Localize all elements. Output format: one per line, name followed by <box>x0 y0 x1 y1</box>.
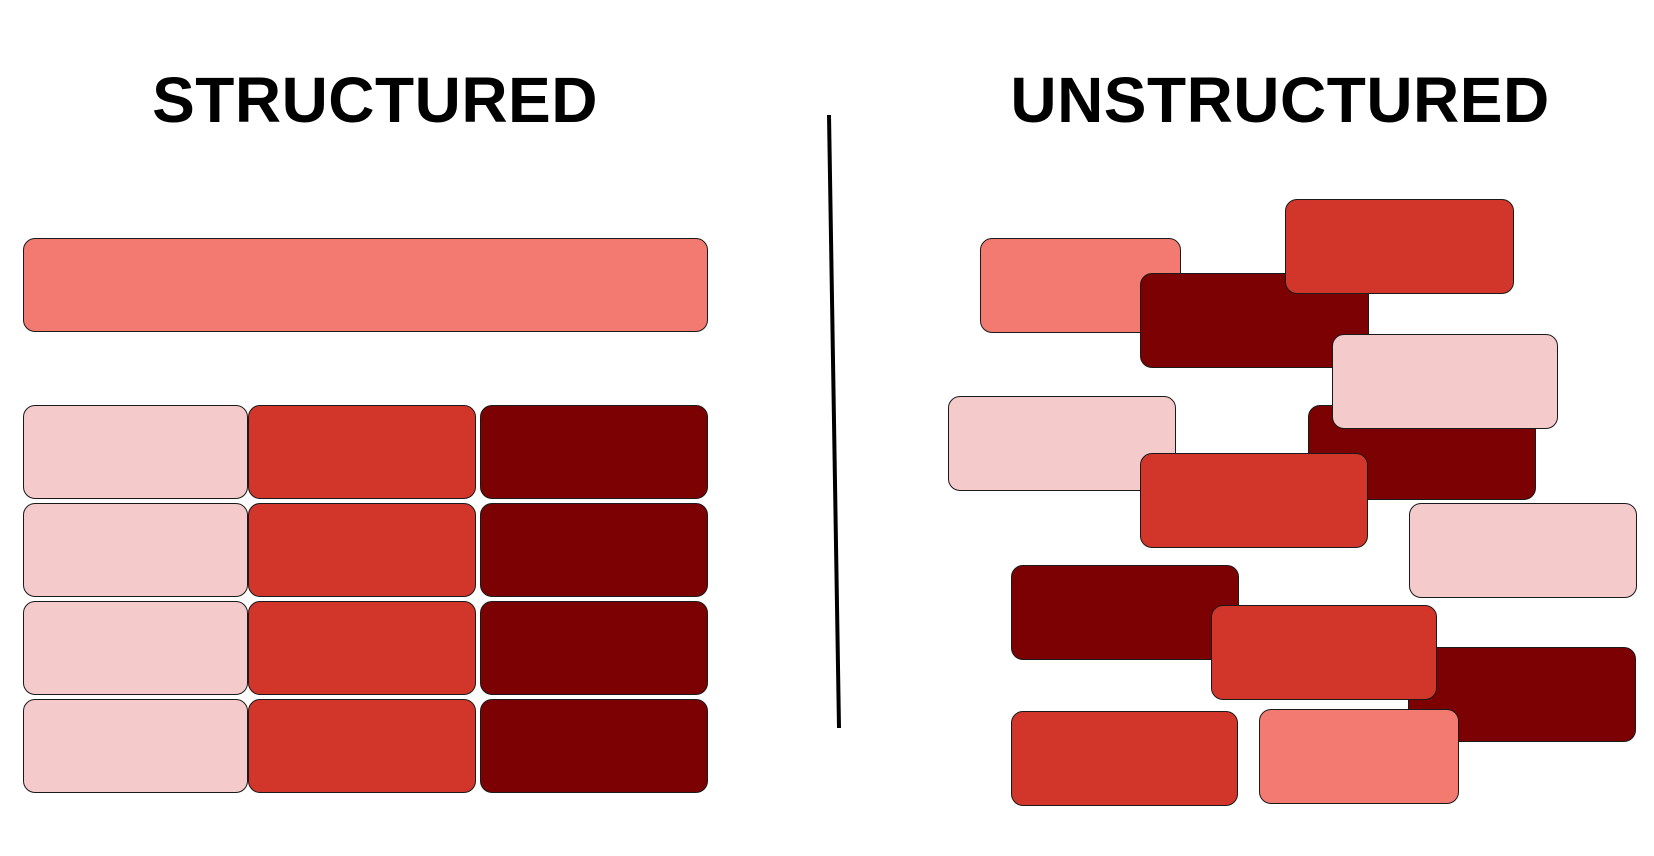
structured-cell <box>480 601 708 695</box>
structured-cell <box>23 405 248 499</box>
unstructured-block <box>1409 503 1637 598</box>
structured-cell <box>248 699 476 793</box>
structured-cell <box>480 405 708 499</box>
structured-cell <box>248 601 476 695</box>
unstructured-block <box>1259 709 1459 804</box>
unstructured-block <box>1332 334 1558 429</box>
unstructured-block <box>1011 565 1239 660</box>
unstructured-block <box>1285 199 1514 294</box>
unstructured-block <box>1011 711 1238 806</box>
unstructured-block <box>948 396 1176 491</box>
structured-cell <box>480 699 708 793</box>
unstructured-block <box>1211 605 1437 700</box>
unstructured-block <box>1140 453 1368 548</box>
structured-cell <box>248 405 476 499</box>
structured-heading: STRUCTURED <box>152 64 598 136</box>
structured-cell <box>248 503 476 597</box>
structured-cell <box>23 699 248 793</box>
structured-cell <box>23 601 248 695</box>
divider-line <box>827 114 841 729</box>
structured-cell <box>480 503 708 597</box>
structured-cell <box>23 503 248 597</box>
unstructured-heading: UNSTRUCTURED <box>1010 64 1550 136</box>
structured-header-bar <box>23 238 708 332</box>
